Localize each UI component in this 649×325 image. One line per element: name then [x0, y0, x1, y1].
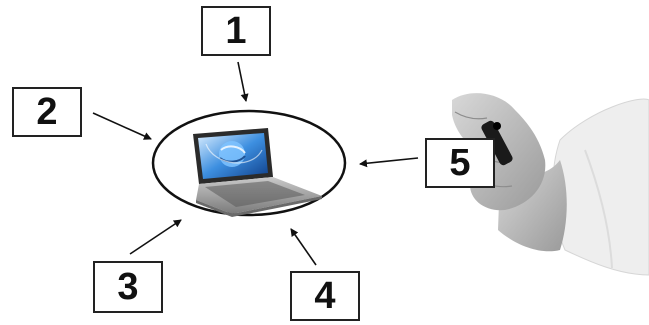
arrow-5: [359, 157, 419, 168]
label-5-text: 5: [449, 142, 471, 184]
label-4-text: 4: [314, 275, 336, 317]
label-box-1: 1: [201, 6, 271, 56]
center-ellipse: [151, 109, 347, 217]
label-box-5: 5: [425, 138, 495, 188]
arrow-2: [92, 112, 152, 140]
label-2-text: 2: [36, 91, 58, 133]
laptop-icon: [193, 128, 322, 217]
label-box-4: 4: [290, 271, 360, 321]
label-box-3: 3: [93, 261, 163, 313]
label-3-text: 3: [117, 266, 139, 308]
arrow-1: [237, 61, 249, 102]
label-1-text: 1: [225, 10, 247, 52]
label-box-2: 2: [12, 87, 82, 137]
arrow-4: [290, 228, 317, 266]
arrow-3: [129, 219, 182, 255]
